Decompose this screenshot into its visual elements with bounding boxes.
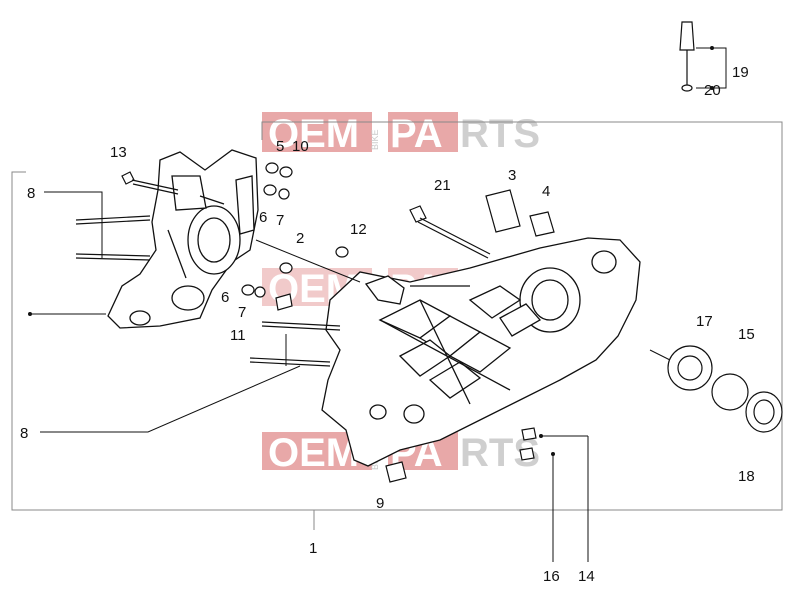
callout-4: 4 (542, 183, 550, 200)
leader-dot (28, 312, 32, 316)
callout-16: 16 (543, 568, 560, 585)
leader-lines (30, 47, 727, 562)
callout-11: 11 (230, 327, 246, 344)
left-crankcase-half (107, 149, 259, 329)
leader-dot (539, 434, 543, 438)
callout-13: 13 (110, 144, 127, 161)
callout-14: 14 (578, 568, 595, 585)
callout-9: 9 (376, 495, 384, 512)
svg-text:OEM: OEM (268, 431, 359, 475)
callout-20: 20 (704, 82, 721, 99)
callout-labels: 1 2 3 4 5 6 6 7 7 8 8 9 10 11 12 13 14 1… (20, 64, 755, 585)
callout-6-bottom: 6 (221, 289, 229, 306)
watermark-top: OEM BIKE PA RTS (262, 112, 540, 156)
callout-18: 18 (738, 468, 755, 485)
callout-15: 15 (738, 326, 755, 343)
svg-text:OEM: OEM (268, 112, 359, 156)
callout-2: 2 (296, 230, 304, 247)
callout-7-bottom: 7 (238, 304, 246, 321)
callout-19: 19 (732, 64, 749, 81)
callout-8-bottom: 8 (20, 425, 28, 442)
callout-21: 21 (434, 177, 451, 194)
leader-dot (710, 86, 714, 90)
svg-text:BIKE: BIKE (370, 129, 380, 150)
callout-10: 10 (292, 138, 309, 155)
right-crankcase-half (321, 237, 641, 467)
callout-1: 1 (309, 540, 317, 557)
small-parts (75, 21, 783, 483)
assembly-frame (11, 121, 783, 530)
svg-text:PA: PA (390, 112, 443, 156)
callout-6-top: 6 (259, 209, 267, 226)
callout-7-top: 7 (276, 212, 284, 229)
callout-12: 12 (350, 221, 367, 238)
leader-dot (551, 452, 555, 456)
svg-text:RTS: RTS (460, 112, 540, 156)
callout-3: 3 (508, 167, 516, 184)
callout-8-top: 8 (27, 185, 35, 202)
callout-5: 5 (276, 138, 284, 155)
callout-17: 17 (696, 313, 713, 330)
leader-dot (710, 46, 714, 50)
